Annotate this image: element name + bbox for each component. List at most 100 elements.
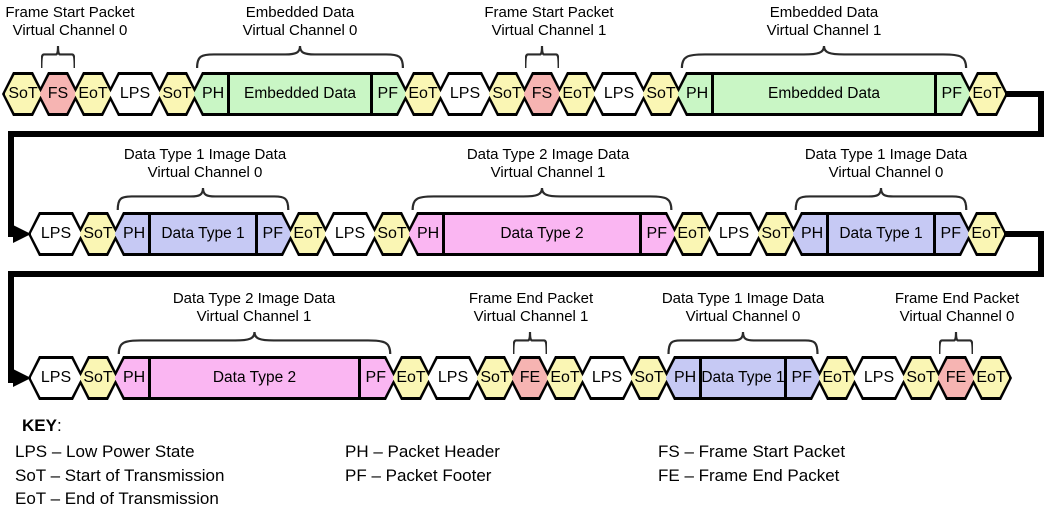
segment-sot: SoT bbox=[2, 72, 44, 116]
packet-footer-label: PF bbox=[377, 85, 398, 102]
key-column-2: PH – Packet Header PF – Packet Footer bbox=[345, 440, 500, 487]
brace-icon bbox=[41, 46, 75, 68]
brace-icon bbox=[667, 332, 819, 354]
packet-footer-label: PF bbox=[940, 225, 961, 242]
segment-lps: LPS bbox=[579, 356, 635, 400]
segment-sot: SoT bbox=[371, 212, 413, 256]
segment-eot: EoT bbox=[965, 212, 1007, 256]
brace-icon bbox=[525, 46, 559, 68]
packet-footer-label: PF bbox=[791, 369, 812, 386]
packet-data-type-2: PH Data Type 2 PF bbox=[112, 356, 397, 400]
caption-data-type1-vc0: Data Type 1 Image Data Virtual Channel 0 bbox=[804, 146, 968, 181]
segment-eot: EoT bbox=[966, 72, 1008, 116]
packet-footer-label: PF bbox=[262, 225, 283, 242]
wrap-line bbox=[8, 131, 1044, 137]
wrap-line bbox=[8, 271, 1044, 277]
brace-icon bbox=[410, 188, 674, 210]
packet-header-label: PH bbox=[123, 225, 146, 242]
segment-sot: SoT bbox=[640, 72, 682, 116]
packet-data-type-1: PH Data Type 1 PF bbox=[663, 356, 823, 400]
segment-sot: SoT bbox=[156, 72, 198, 116]
segment-sot: SoT bbox=[628, 356, 670, 400]
segment-lps: LPS bbox=[322, 212, 378, 256]
caption-data-type2-vc1: Data Type 2 Image Data Virtual Channel 1 bbox=[172, 290, 336, 325]
segment-fe: FE bbox=[509, 356, 551, 400]
segment-lps: LPS bbox=[28, 356, 84, 400]
brace-icon bbox=[939, 332, 973, 354]
wrap-line bbox=[1000, 231, 1044, 237]
segment-fe: FE bbox=[935, 356, 977, 400]
packet-header-label: PH bbox=[202, 85, 225, 102]
key-entry-pf: PF – Packet Footer bbox=[345, 465, 492, 485]
payload-box: Data Type 2 bbox=[148, 356, 361, 400]
segment-eot: EoT bbox=[970, 356, 1012, 400]
payload-box: Embedded Data bbox=[227, 72, 373, 116]
segment-sot: SoT bbox=[486, 72, 528, 116]
key-entry-ph: PH – Packet Header bbox=[345, 442, 500, 461]
packet-header-label: PH bbox=[686, 85, 709, 102]
packet-row-1: SoT FS EoT LPS SoT PH Embedded Data PF E… bbox=[2, 72, 1008, 116]
payload-box: Data Type 1 bbox=[826, 212, 936, 256]
caption-data-type2-vc1: Data Type 2 Image Data Virtual Channel 1 bbox=[466, 146, 630, 181]
segment-lps: LPS bbox=[851, 356, 907, 400]
key-column-1: LPS – Low Power State SoT – Start of Tra… bbox=[15, 440, 224, 511]
brace-icon bbox=[794, 188, 968, 210]
wrap-line bbox=[1000, 91, 1044, 97]
caption-frame-start-vc1: Frame Start Packet Virtual Channel 1 bbox=[484, 4, 614, 39]
segment-eot: EoT bbox=[544, 356, 586, 400]
payload-box: Data Type 2 bbox=[442, 212, 642, 256]
caption-data-type1-vc0: Data Type 1 Image Data Virtual Channel 0 bbox=[661, 290, 825, 325]
brace-icon bbox=[116, 332, 393, 354]
segment-eot: EoT bbox=[671, 212, 713, 256]
payload-box: Data Type 1 bbox=[148, 212, 258, 256]
packet-data-type-1: PH Data Type 1 PF bbox=[790, 212, 972, 256]
packet-embedded-data: PH Embedded Data PF bbox=[675, 72, 973, 116]
packet-row-2: LPS SoT PH Data Type 1 PF EoT LPS SoT PH… bbox=[28, 212, 1007, 256]
brace-icon bbox=[195, 46, 405, 68]
key-column-3: FS – Frame Start Packet FE – Frame End P… bbox=[658, 440, 845, 487]
segment-sot: SoT bbox=[77, 212, 119, 256]
caption-embedded-data-vc0: Embedded Data Virtual Channel 0 bbox=[242, 4, 358, 39]
segment-sot: SoT bbox=[900, 356, 942, 400]
key-entry-fe: FE – Frame End Packet bbox=[658, 465, 840, 485]
caption-data-type1-vc0: Data Type 1 Image Data Virtual Channel 0 bbox=[123, 146, 287, 181]
brace-icon bbox=[513, 332, 547, 354]
packet-header-label: PH bbox=[123, 369, 146, 386]
key-entry-lps: LPS – Low Power State bbox=[15, 442, 195, 461]
packet-footer-label: PF bbox=[646, 225, 667, 242]
packet-header-label: PH bbox=[801, 225, 824, 242]
segment-eot: EoT bbox=[816, 356, 858, 400]
caption-embedded-data-vc1: Embedded Data Virtual Channel 1 bbox=[766, 4, 882, 39]
segment-lps: LPS bbox=[591, 72, 647, 116]
packet-embedded-data: PH Embedded Data PF bbox=[191, 72, 409, 116]
segment-lps: LPS bbox=[28, 212, 84, 256]
key-entry-fs: FS – Frame Start Packet bbox=[658, 442, 846, 461]
packet-header-label: PH bbox=[417, 225, 440, 242]
segment-fs: FS bbox=[37, 72, 79, 116]
caption-frame-end-vc1: Frame End Packet Virtual Channel 1 bbox=[468, 290, 594, 325]
segment-sot: SoT bbox=[77, 356, 119, 400]
segment-eot: EoT bbox=[402, 72, 444, 116]
segment-lps: LPS bbox=[706, 212, 762, 256]
packet-data-type-2: PH Data Type 2 PF bbox=[406, 212, 678, 256]
flow-arrow-icon bbox=[13, 225, 31, 243]
key-entry-sot: SoT – Start of Transmission bbox=[15, 465, 225, 485]
caption-frame-start-vc0: Frame Start Packet Virtual Channel 0 bbox=[5, 4, 135, 39]
segment-eot: EoT bbox=[72, 72, 114, 116]
brace-icon bbox=[116, 188, 290, 210]
segment-lps: LPS bbox=[425, 356, 481, 400]
segment-lps: LPS bbox=[107, 72, 163, 116]
packet-row-3: LPS SoT PH Data Type 2 PF EoT LPS SoT FE… bbox=[28, 356, 1012, 400]
payload-box: Embedded Data bbox=[711, 72, 937, 116]
segment-sot: SoT bbox=[474, 356, 516, 400]
caption-frame-end-vc0: Frame End Packet Virtual Channel 0 bbox=[894, 290, 1020, 325]
segment-eot: EoT bbox=[556, 72, 598, 116]
packet-header-label: PH bbox=[674, 369, 697, 386]
key-title: KEY: bbox=[22, 416, 62, 435]
wrap-line bbox=[8, 271, 14, 383]
packet-data-type-1: PH Data Type 1 PF bbox=[112, 212, 294, 256]
packet-footer-label: PF bbox=[941, 85, 962, 102]
key-entry-eot: EoT – End of Transmission bbox=[15, 489, 219, 508]
segment-eot: EoT bbox=[287, 212, 329, 256]
